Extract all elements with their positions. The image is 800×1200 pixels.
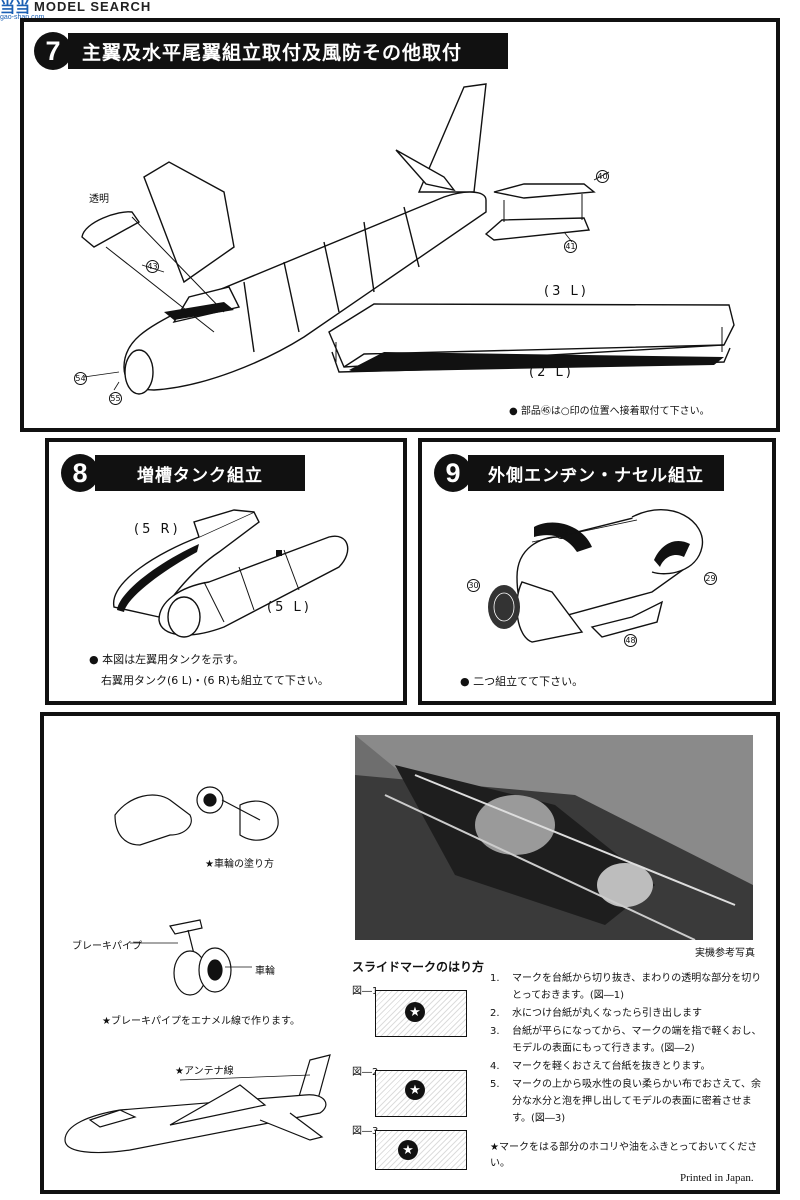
- figure-1-box: [375, 990, 467, 1037]
- cockpit-photo-art: [355, 735, 753, 940]
- step7-panel: 7 主翼及水平尾翼組立取付及風防その他取付: [20, 18, 780, 432]
- step9-part-30: 30: [467, 579, 480, 592]
- watermark-sub: gao-shan.com: [0, 14, 44, 21]
- watermark-brand: MODEL SEARCH: [34, 0, 152, 14]
- step9-note: ● 二つ組立てて下さい。: [460, 675, 584, 688]
- step9-header: 9 外側エンヂン・ナセル組立: [434, 454, 724, 492]
- watermark-logo: 当当: [0, 0, 31, 16]
- decal-star-icon: ★: [405, 1002, 425, 1022]
- step8-header: 8 増槽タンク組立: [61, 454, 305, 492]
- step9-part-48: 48: [624, 634, 637, 647]
- decal-star-icon: ★: [405, 1080, 425, 1100]
- figure-2-label: 図―2: [352, 1067, 379, 1078]
- step9-panel: 9 外側エンヂン・ナセル組立 49 30 29 48 ● 二つ組立てて下さい。: [418, 438, 776, 705]
- instruction-text: 台紙が平らになってから、マークの端を指で軽くおし、モデルの表面にもって行きます。…: [512, 1026, 762, 1054]
- step7-label-wing-top: (3 L): [544, 284, 589, 299]
- wheel-caption: ★車輪の塗り方: [205, 859, 274, 870]
- step7-jet-drawing: [81, 83, 735, 395]
- brake-pipe-label: ブレーキパイプ: [72, 941, 142, 952]
- brake-caption: ★ブレーキパイプをエナメル線で作ります。: [102, 1016, 300, 1027]
- step9-title: 外側エンヂン・ナセル組立: [468, 455, 724, 491]
- decal-instructions: 1. マークを台紙から切り抜き、まわりの透明な部分を切りとっておきます。(図―1…: [490, 970, 765, 1128]
- step9-number: 9: [434, 454, 472, 492]
- instruction-number: 1.: [490, 973, 500, 984]
- step7-note: ● 部品㊺は○印の位置へ接着取付て下さい。: [509, 406, 710, 417]
- step7-part-43: 43: [146, 260, 159, 273]
- step8-label-right: (5 R): [134, 522, 181, 537]
- decal-note: ★マークをはる部分のホコリや油をふきとっておいてください。: [490, 1142, 758, 1169]
- antenna-jet-drawing: [64, 1054, 331, 1154]
- decal-star-icon: ★: [398, 1140, 418, 1160]
- step8-note-2: 右翼用タンク(6 L)・(6 R)も組立てて下さい。: [101, 674, 329, 687]
- printed-in-japan: Printed in Japan.: [680, 1172, 754, 1184]
- instruction-number: 2.: [490, 1008, 500, 1019]
- instruction-number: 5.: [490, 1079, 500, 1090]
- step7-part-54: 54: [74, 372, 87, 385]
- step7-part-55: 55: [109, 392, 122, 405]
- step9-part-49: 49: [555, 526, 568, 539]
- instruction-text: 水につけ台紙が丸くなったら引き出します: [512, 1008, 702, 1019]
- step8-title: 増槽タンク組立: [95, 455, 305, 491]
- reference-photo: [355, 735, 753, 940]
- step7-part-41: 41: [564, 240, 577, 253]
- instruction-text: マークを台紙から切り抜き、まわりの透明な部分を切りとっておきます。(図―1): [512, 973, 762, 1001]
- instruction-item: 1. マークを台紙から切り抜き、まわりの透明な部分を切りとっておきます。(図―1…: [490, 970, 765, 1004]
- step9-part-29: 29: [704, 572, 717, 585]
- landing-gear-drawing: [169, 919, 232, 996]
- instruction-item: 2. 水につけ台紙が丸くなったら引き出します: [490, 1005, 765, 1022]
- figure-1-label: 図―1: [352, 986, 379, 997]
- step7-title: 主翼及水平尾翼組立取付及風防その他取付: [68, 33, 508, 69]
- instruction-item: 4. マークを軽くおさえて台紙を抜きとります。: [490, 1058, 765, 1075]
- instruction-text: マークの上から吸水性の良い柔らかい布でおさえて、余分な水分と泡を押し出してモデル…: [512, 1079, 761, 1124]
- decal-title: スライドマークのはり方: [352, 960, 485, 974]
- instruction-text: マークを軽くおさえて台紙を抜きとります。: [512, 1061, 711, 1072]
- wheel-label: 車輪: [255, 966, 275, 977]
- figure-3-label: 図―3: [352, 1126, 379, 1137]
- step7-label-wing-bottom: (2 L): [529, 365, 574, 380]
- instruction-item: 3. 台紙が平らになってから、マークの端を指で軽くおし、モデルの表面にもって行き…: [490, 1023, 765, 1057]
- step8-tank-drawing: [113, 509, 349, 638]
- step9-nacelle-drawing: [488, 509, 704, 643]
- step7-number: 7: [34, 32, 72, 70]
- step8-number: 8: [61, 454, 99, 492]
- figure-3-box: [375, 1130, 467, 1170]
- step7-label-clear: 透明: [89, 194, 109, 205]
- watermark: 当当 MODEL SEARCH gao-shan.com: [0, 0, 151, 26]
- step7-part-40: 40: [596, 170, 609, 183]
- antenna-label: ★アンテナ線: [175, 1066, 234, 1077]
- step8-note-1: ● 本図は左翼用タンクを示す。: [89, 653, 244, 666]
- step8-panel: 8 増槽タンク組立 (5 R) (5 L) ● 本図は左翼用タンクを示す。 右翼…: [45, 438, 407, 705]
- photo-caption: 実機参考写真: [695, 948, 755, 959]
- instruction-number: 3.: [490, 1026, 500, 1037]
- step8-label-left: (5 L): [267, 600, 312, 615]
- step7-header: 7 主翼及水平尾翼組立取付及風防その他取付: [34, 32, 508, 70]
- wheel-painting-drawing: [114, 786, 279, 846]
- instruction-item: 5. マークの上から吸水性の良い柔らかい布でおさえて、余分な水分と泡を押し出して…: [490, 1076, 765, 1127]
- instruction-number: 4.: [490, 1061, 500, 1072]
